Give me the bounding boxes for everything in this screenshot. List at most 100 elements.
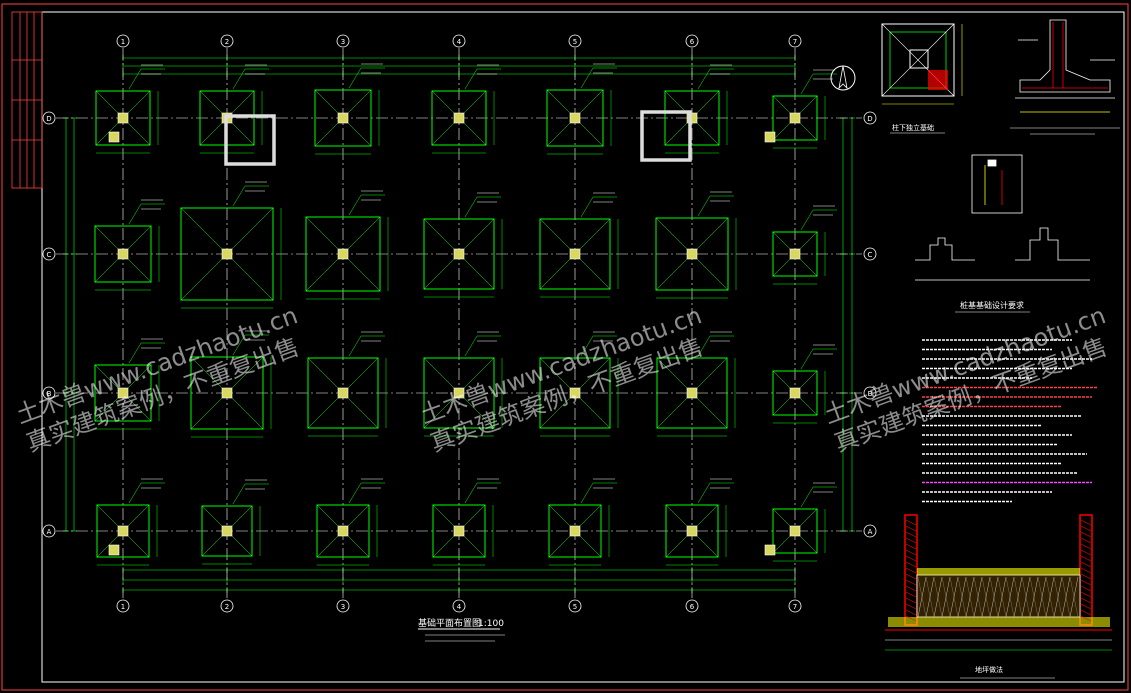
pile-cap-detail — [971, 154, 1023, 214]
pad-footing — [772, 69, 837, 149]
column-stub — [569, 387, 581, 399]
pad-footing — [180, 181, 282, 309]
footing-leader — [464, 196, 478, 218]
footing-outline — [656, 357, 728, 429]
pad-footing — [772, 205, 837, 285]
footing-leader — [464, 482, 478, 504]
footing-outline — [180, 207, 274, 301]
axis-label: 4 — [457, 603, 462, 611]
wall-hatch — [1080, 603, 1092, 610]
axis-label: B — [868, 390, 873, 398]
axis-label: 6 — [690, 603, 695, 611]
axis-bubble — [788, 599, 802, 613]
plan-notes — [425, 634, 505, 642]
pad-footing — [94, 338, 165, 430]
column-stub — [686, 387, 698, 399]
hatch-stroke — [1029, 576, 1039, 618]
hatch-stroke — [1021, 576, 1031, 618]
footing-outline — [94, 225, 152, 283]
footing-leader — [580, 196, 594, 218]
column-stub-secondary — [764, 544, 776, 556]
wall-hatch — [905, 609, 917, 616]
pit-wall — [224, 114, 276, 166]
footing-outline — [201, 505, 253, 557]
wall-hatch — [905, 615, 917, 622]
hatch-stroke — [957, 576, 967, 618]
binding-strip — [11, 11, 43, 189]
axis-label: B — [47, 390, 52, 398]
pad-footing — [431, 64, 501, 154]
column-stub — [453, 387, 465, 399]
column-stub — [453, 248, 465, 260]
column-stub — [337, 248, 349, 260]
hatch-stroke — [1005, 576, 1015, 618]
column-stub — [569, 248, 581, 260]
column-stub — [221, 525, 233, 537]
hatch-stroke — [925, 576, 935, 618]
footing-outline — [546, 89, 604, 147]
footing-leader — [232, 68, 246, 90]
axis-label: 7 — [793, 603, 797, 611]
pad-footing — [656, 331, 736, 437]
wall-hatch — [1080, 597, 1092, 604]
pad-footing — [95, 64, 165, 154]
wall-hatch — [905, 549, 917, 556]
axis-label: 5 — [573, 603, 577, 611]
axis-bubble — [42, 247, 56, 261]
footing-outline — [539, 357, 611, 429]
pad-footing — [423, 192, 503, 298]
footing-outline — [190, 356, 264, 430]
hatch-stroke — [1053, 576, 1063, 618]
footing-outline — [548, 504, 602, 558]
pad-footing — [665, 478, 734, 566]
axis-bubble — [568, 599, 582, 613]
axis-bubble — [42, 386, 56, 400]
footing-leader — [128, 342, 142, 364]
footing-outline — [96, 504, 150, 558]
notes-title: 桩基基础设计要求 — [960, 300, 1024, 310]
footing-leader — [348, 194, 362, 216]
footing-outline — [423, 357, 495, 429]
axis-bubble — [685, 599, 699, 613]
wall-hatch — [905, 585, 917, 592]
axis-label: 2 — [225, 603, 229, 611]
column-stub — [789, 525, 801, 537]
axis-bubble — [220, 599, 234, 613]
hatch-stroke — [1069, 576, 1079, 618]
detail-1-title: 柱下独立基础 — [892, 123, 934, 132]
footing-leader — [580, 67, 594, 89]
wall-hatch — [1080, 537, 1092, 544]
floor-section-detail — [885, 514, 1112, 651]
hatch-stroke — [1045, 576, 1055, 618]
inner-frame — [41, 11, 1125, 683]
hatch-stroke — [917, 576, 927, 618]
axis-bubble — [863, 247, 877, 261]
column-stub — [117, 525, 129, 537]
column-stub — [221, 387, 233, 399]
axis-bubble — [863, 524, 877, 538]
footing-outline — [772, 508, 818, 554]
pad-footing — [772, 482, 837, 562]
axis-bubble — [336, 34, 350, 48]
axis-label: 2 — [225, 38, 229, 46]
wall-hatch — [905, 561, 917, 568]
footing-outline — [94, 364, 152, 422]
wall-hatch — [1080, 525, 1092, 532]
footing-leader — [128, 203, 142, 225]
footing-outline — [305, 216, 381, 292]
wall-hatch — [1080, 561, 1092, 568]
axis-label: 6 — [690, 38, 695, 46]
footing-layer — [94, 63, 837, 566]
column-stub — [686, 112, 698, 124]
axis-bubble — [568, 34, 582, 48]
pad-footing — [539, 192, 619, 298]
wall-hatch — [1080, 573, 1092, 580]
axis-bubble — [685, 34, 699, 48]
column-stub — [569, 112, 581, 124]
wall-hatch — [1080, 549, 1092, 556]
column-stub — [117, 248, 129, 260]
hatch-stroke — [997, 576, 1007, 618]
axis-bubble — [863, 111, 877, 125]
hatch-stroke — [933, 576, 943, 618]
column-stub — [337, 112, 349, 124]
